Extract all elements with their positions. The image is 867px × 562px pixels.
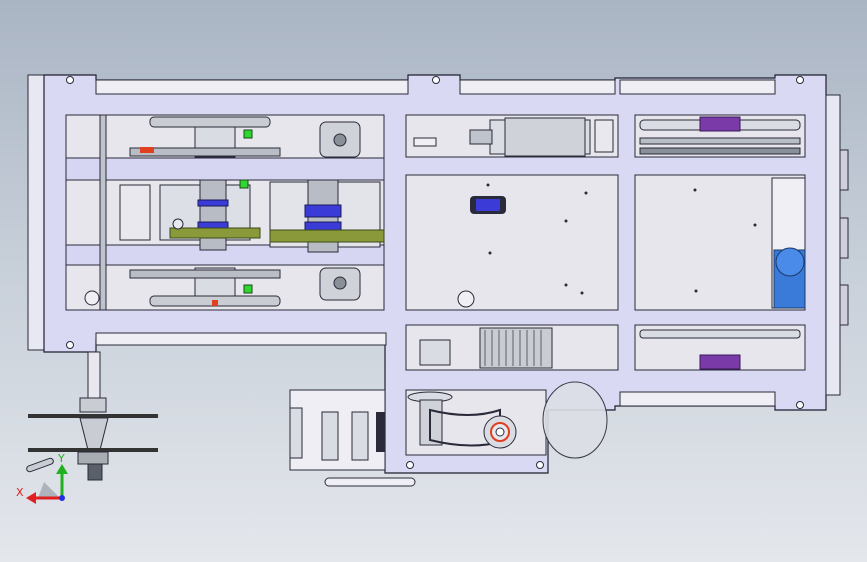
belt-tensioner-assembly[interactable] [405,381,608,459]
pneumatic-cylinder-assembly[interactable] [405,114,619,158]
left-drive-assembly[interactable] [65,114,385,311]
guide-roller-bracket[interactable] [289,389,416,487]
y-axis-label: Y [57,452,65,465]
x-axis-label: X [16,486,24,499]
top-right-roller-assembly[interactable] [634,114,806,158]
spindle-with-discs[interactable] [26,351,158,481]
lower-right-roller-assembly[interactable] [634,324,806,371]
right-plate-window[interactable] [634,174,806,311]
gear-drive-window[interactable] [405,324,619,371]
center-plate-window[interactable] [405,174,619,311]
coordinate-triad-icon: X Y [16,452,68,504]
